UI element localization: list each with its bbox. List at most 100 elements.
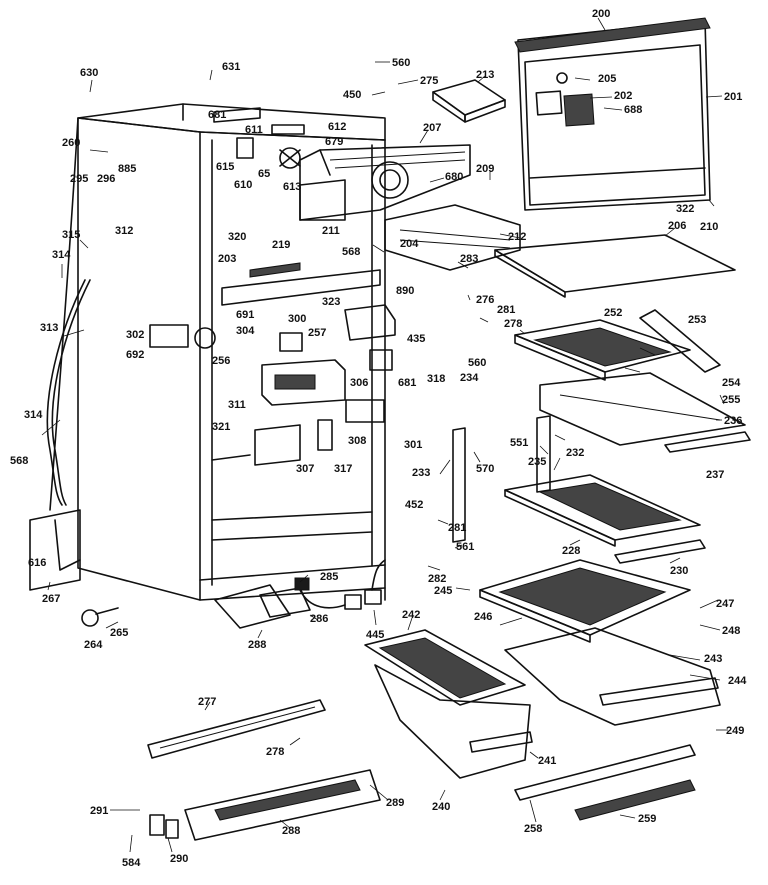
- label-235: 235: [528, 456, 546, 468]
- label-323: 323: [322, 296, 340, 308]
- label-313: 313: [40, 322, 58, 334]
- rail-203: [221, 262, 381, 306]
- support-233: [452, 427, 466, 543]
- label-679: 679: [325, 136, 343, 148]
- rail-230: [614, 539, 706, 564]
- label-290: 290: [170, 853, 188, 865]
- label-281b: 281: [448, 522, 466, 534]
- label-281a: 281: [497, 304, 515, 316]
- label-203: 203: [218, 253, 236, 265]
- rail-258: [514, 744, 696, 801]
- label-278a: 278: [504, 318, 522, 330]
- label-244: 244: [728, 675, 747, 687]
- label-613: 613: [283, 181, 301, 193]
- label-236: 236: [724, 415, 742, 427]
- harness-286: [299, 559, 386, 610]
- meat-keeper-236: [539, 372, 746, 446]
- label-249: 249: [726, 725, 744, 737]
- label-289: 289: [386, 797, 404, 809]
- label-692: 692: [126, 349, 144, 361]
- bracket-290: [149, 814, 179, 839]
- label-568b: 568: [10, 455, 28, 467]
- label-300: 300: [288, 313, 306, 325]
- label-282: 282: [428, 573, 446, 585]
- label-320: 320: [228, 231, 246, 243]
- label-630: 630: [80, 67, 98, 79]
- label-259: 259: [638, 813, 656, 825]
- label-204: 204: [400, 238, 419, 250]
- label-210: 210: [700, 221, 718, 233]
- label-288b: 288: [282, 825, 300, 837]
- label-560a: 560: [392, 57, 410, 69]
- label-560b: 560: [468, 357, 486, 369]
- label-207: 207: [423, 122, 441, 134]
- label-610: 610: [234, 179, 252, 191]
- label-257: 257: [308, 327, 326, 339]
- label-615: 615: [216, 161, 234, 173]
- label-317: 317: [334, 463, 352, 475]
- label-256: 256: [212, 355, 230, 367]
- label-301: 301: [404, 439, 422, 451]
- label-568a: 568: [342, 246, 360, 258]
- label-248: 248: [722, 625, 740, 637]
- label-232: 232: [566, 447, 584, 459]
- label-307: 307: [296, 463, 314, 475]
- label-450: 450: [343, 89, 361, 101]
- label-255: 255: [722, 394, 740, 406]
- label-435: 435: [407, 333, 425, 345]
- label-205: 205: [598, 73, 616, 85]
- cabinet-shell: [49, 103, 386, 601]
- tubing-313: [46, 279, 91, 506]
- label-314b: 314: [24, 409, 43, 421]
- label-890: 890: [396, 285, 414, 297]
- crisper-cover-252: [514, 319, 691, 381]
- label-202: 202: [614, 90, 632, 102]
- label-312: 312: [115, 225, 133, 237]
- label-243: 243: [704, 653, 722, 665]
- label-275: 275: [420, 75, 438, 87]
- label-551: 551: [510, 437, 528, 449]
- label-680: 680: [445, 171, 463, 183]
- label-584: 584: [122, 857, 141, 869]
- label-233: 233: [412, 467, 430, 479]
- label-611: 611: [245, 124, 263, 136]
- label-322: 322: [676, 203, 694, 215]
- label-308: 308: [348, 435, 366, 447]
- label-285: 285: [320, 571, 338, 583]
- label-276: 276: [476, 294, 494, 306]
- label-212: 212: [508, 231, 526, 243]
- label-561: 561: [456, 541, 474, 553]
- label-65: 65: [258, 168, 270, 180]
- label-304: 304: [236, 325, 255, 337]
- drain-tray-288: [214, 584, 311, 629]
- component-308: [345, 399, 385, 423]
- component-318: [369, 349, 393, 371]
- label-277: 277: [198, 696, 216, 708]
- label-234: 234: [460, 372, 479, 384]
- label-200: 200: [592, 8, 610, 20]
- freezer-shelf-212: [384, 204, 521, 271]
- label-247: 247: [716, 598, 734, 610]
- shelf-228: [504, 474, 701, 547]
- label-318: 318: [427, 373, 445, 385]
- label-306: 306: [350, 377, 368, 389]
- fan-assembly: [213, 107, 305, 169]
- label-230: 230: [670, 565, 688, 577]
- label-253: 253: [688, 314, 706, 326]
- label-237: 237: [706, 469, 724, 481]
- evaporator-207: [299, 144, 471, 221]
- label-885: 885: [118, 163, 136, 175]
- crisper-cover-242: [364, 629, 526, 706]
- freezer-door-201: [517, 19, 711, 211]
- label-246: 246: [474, 611, 492, 623]
- crisper-240: [374, 664, 533, 779]
- component-323: [344, 304, 396, 341]
- crisper-243: [504, 627, 721, 726]
- label-631: 631: [222, 61, 240, 73]
- label-311: 311: [228, 399, 246, 411]
- label-260: 260: [62, 137, 80, 149]
- label-570: 570: [476, 463, 494, 475]
- label-286: 286: [310, 613, 328, 625]
- label-258: 258: [524, 823, 542, 835]
